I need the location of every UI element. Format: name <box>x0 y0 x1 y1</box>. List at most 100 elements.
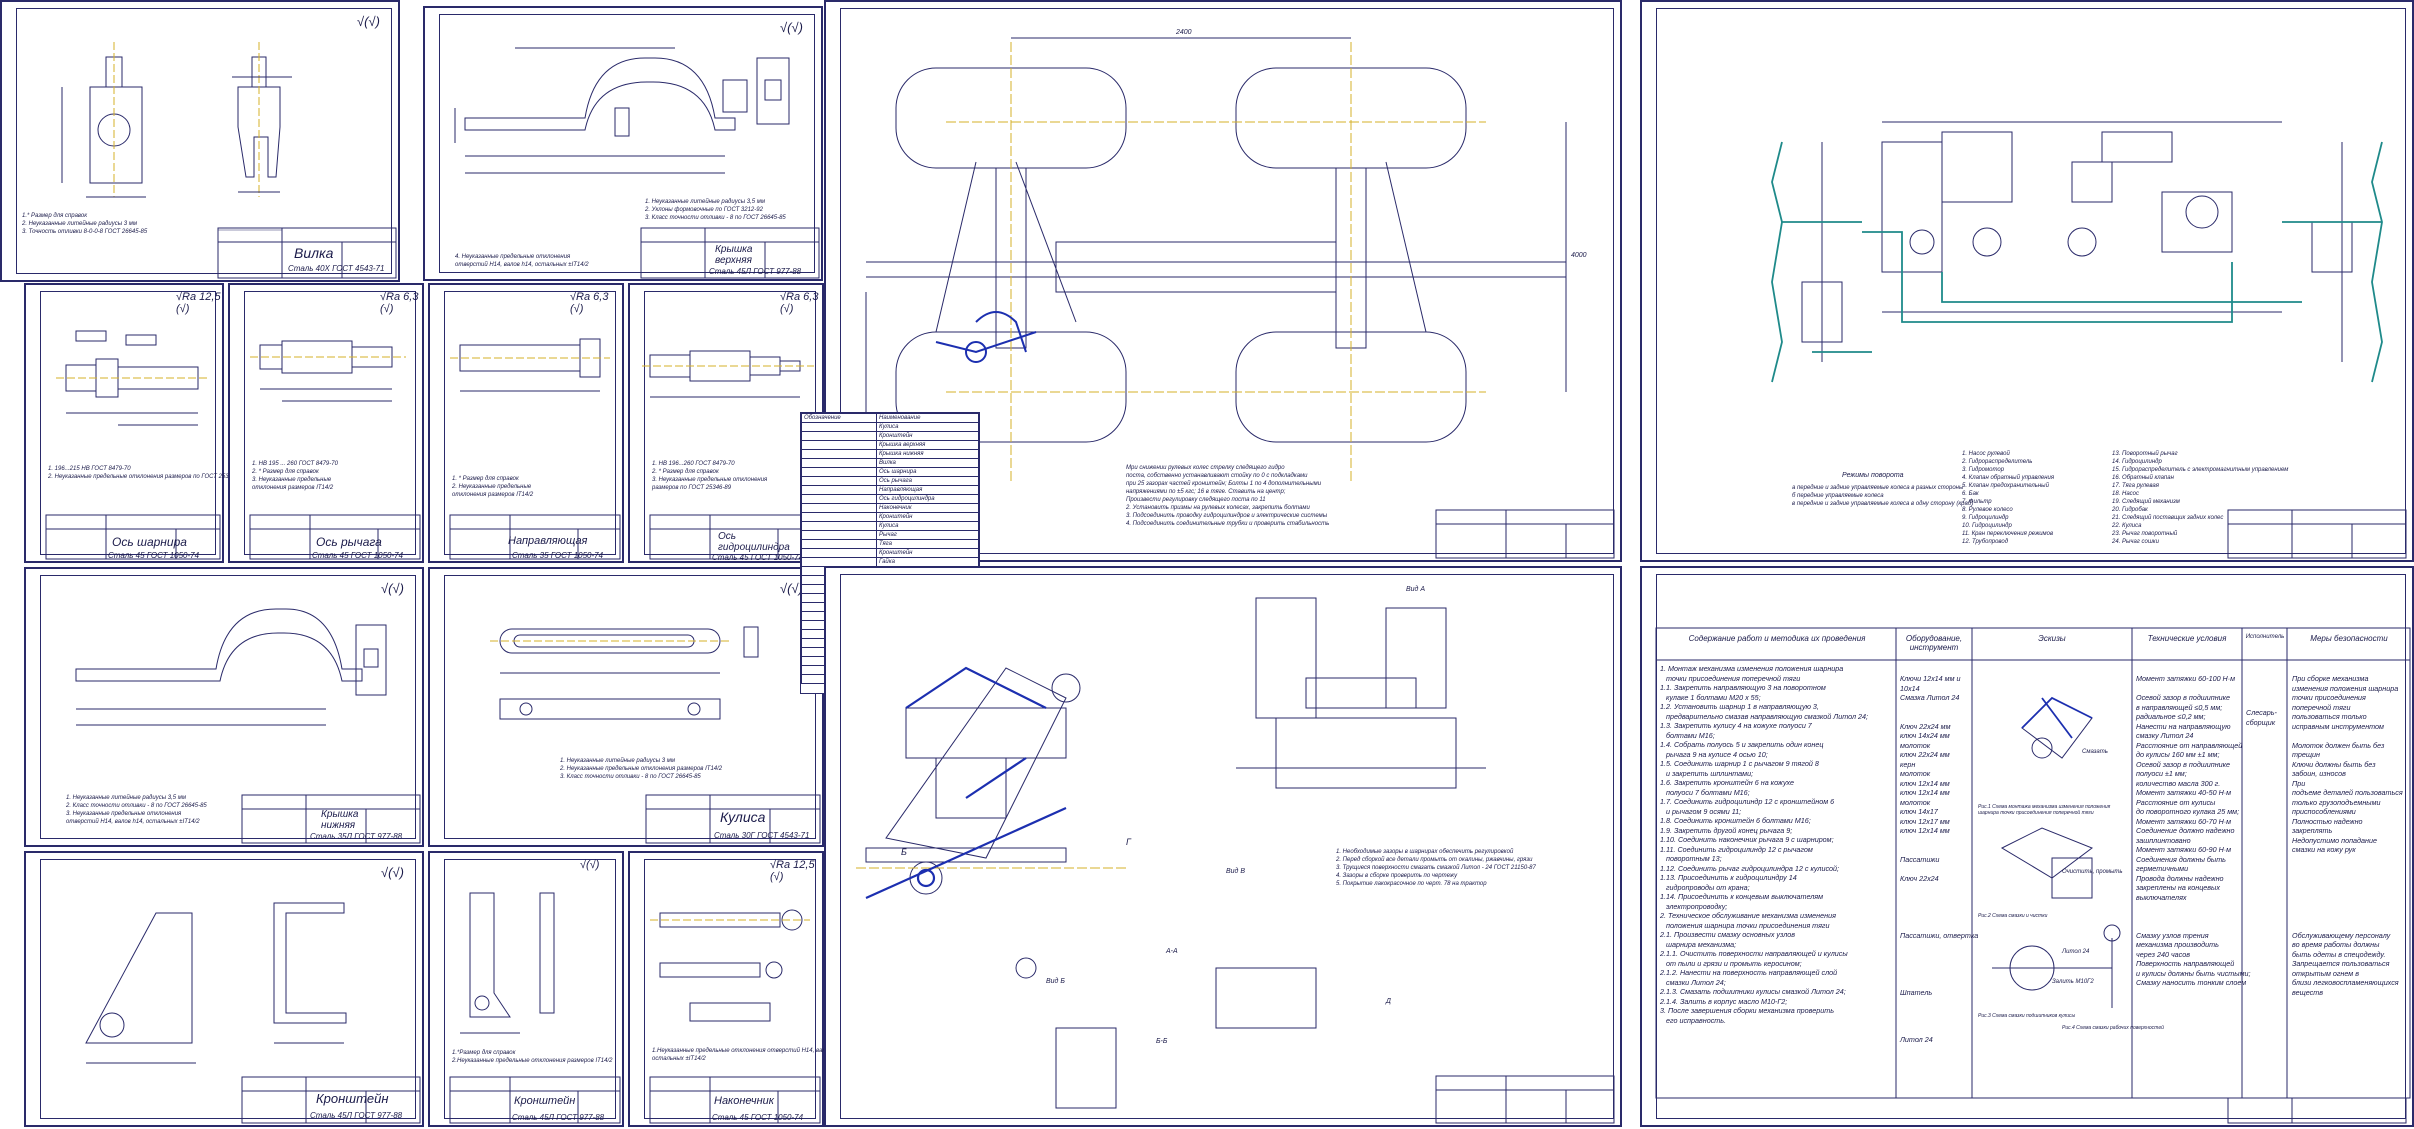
part-name: Кронштейн <box>316 1091 389 1106</box>
drawing-os-gidrocilindra <box>642 350 821 560</box>
sheet-notes: Мри снижении рулевых колес стрелку следя… <box>1126 465 1330 527</box>
roughness-mark: √Ra 6,3 (√) <box>380 291 419 315</box>
sheet-kryshka-verh: √(√) 1. Неуказанные литейные радиусы 3,5… <box>423 6 823 281</box>
sheet-os-sharnira: √Ra 12,5 (√) 1. 196...215 НВ ГОСТ 8479-7… <box>24 283 244 563</box>
spec-col-designation: Обозначение <box>801 413 877 423</box>
spec-item-name: Ось гидроцилиндра <box>876 494 979 504</box>
roughness-mark: √Ra 12,5 (√) <box>176 291 221 315</box>
fig-caption-4: Рис.4 Схема смазки рабочих поверхностей <box>2062 1025 2164 1031</box>
sheet-notes-2: 4. Неуказанные предельные отклонения отв… <box>455 254 589 268</box>
drawing-kryshka-verh <box>454 47 820 279</box>
sheet-os-gidrocilindra: √Ra 6,3 (√) 1. НВ 196...260 ГОСТ 8479-70… <box>628 283 824 563</box>
roughness-mark: √Ra 6,3 (√) <box>570 291 609 315</box>
part-material: Сталь 45Л ГОСТ 977-88 <box>512 1113 605 1122</box>
sheet-napravlyayushchaya: √Ra 6,3 (√) 1. * Размер для справок 2. Н… <box>428 283 624 563</box>
sheet-kronshtein-2: √(√) 1.*Размер для справок 2.Неуказанные… <box>428 851 624 1127</box>
spec-row: Ось шарнира <box>801 467 979 477</box>
sheet-notes: 1.*Размер для справок 2.Неуказанные пред… <box>452 1050 613 1064</box>
equipment-list: Ключи 12х14 мм и 10х14 Смазка Литол 24 К… <box>1900 674 1979 1044</box>
spec-col-name: Наименование <box>876 413 979 423</box>
roughness-mark: √(√) <box>381 865 404 880</box>
part-material: Сталь 30Г ГОСТ 4543-71 <box>714 831 810 840</box>
part-name: Вилка <box>294 245 334 261</box>
performer: Слесарь- сборщик <box>2246 708 2277 727</box>
drawing-hydraulic-scheme <box>1771 121 2407 559</box>
part-name: Ось гидроцилиндра <box>718 531 790 553</box>
sheet-notes: 1. НВ 195 ... 260 ГОСТ 8479-70 2. * Разм… <box>252 461 338 491</box>
sheet-assembly: 1. Необходимые зазоры в шарнирах обеспеч… <box>824 566 1622 1127</box>
spec-designation <box>801 476 877 486</box>
drawing-nakonechnik <box>649 909 821 1124</box>
part-name: Ось шарнира <box>112 535 187 549</box>
col-header-equipment: Оборудование, инструмент <box>1905 634 1963 652</box>
spec-item-name: Кронштейн <box>876 431 979 441</box>
spec-row: Кронштейн <box>801 431 979 441</box>
work-steps: 1. Монтаж механизма изменения положения … <box>1660 664 1869 1025</box>
spec-item-name: Тяга <box>876 539 979 549</box>
fig-caption-3: Рис.3 Схема смазки подшипников кулисы <box>1978 1013 2076 1019</box>
spec-row: Кронштейн <box>801 512 979 522</box>
spec-item-name: Крышка верхняя <box>876 440 979 450</box>
drawing-kronshtein-1 <box>85 902 421 1124</box>
fig-caption-1: Рис.1 Схема монтажа механизма изменения … <box>1978 804 2111 816</box>
roughness-mark: √(√) <box>381 581 404 596</box>
sheet-kronshtein-1: √(√) Кронштейн Сталь 45Л ГОСТ 977-88 <box>24 851 424 1127</box>
part-material: Сталь 45Л ГОСТ 977-88 <box>310 1111 403 1120</box>
part-material: Сталь 35Л ГОСТ 977-88 <box>310 832 403 841</box>
spec-designation <box>801 548 877 558</box>
spec-designation <box>801 458 877 468</box>
spec-designation <box>801 485 877 495</box>
fig-label-1: Смазать <box>2082 749 2108 755</box>
part-material: Сталь 45Л ГОСТ 977-88 <box>709 267 802 276</box>
spec-item-name: Направляющая <box>876 485 979 495</box>
spec-item-name: Крышка нижняя <box>876 449 979 459</box>
col-header-work: Содержание работ и методика их проведени… <box>1688 634 1866 643</box>
fig-label-2: Литол 24 <box>2062 949 2090 955</box>
part-name: Направляющая <box>508 535 588 547</box>
spec-row: Ось рычага <box>801 476 979 486</box>
fig-label-4: Очистить, промыть <box>2062 869 2123 875</box>
sheet-notes: 1. Неуказанные литейные радиусы 3,5 мм 2… <box>645 199 786 221</box>
fig-caption-2: Рис.2 Схема смазки и чистки <box>1978 913 2048 919</box>
dim-top: 2400 <box>1176 29 1192 36</box>
col-header-safety: Меры безопасности <box>2310 634 2388 643</box>
spec-row: Крышка нижняя <box>801 449 979 459</box>
fig-label-3: Залить М10Г2 <box>2052 979 2094 985</box>
col-header-sketches: Эскизы <box>2038 634 2066 643</box>
spec-designation <box>801 440 877 450</box>
spec-row: Направляющая <box>801 485 979 495</box>
sheet-notes: 1. НВ 196...260 ГОСТ 8479-70 2. * Размер… <box>652 461 768 491</box>
view-label-v: Вид В <box>1226 868 1246 875</box>
sheet-notes: 1.Неуказанные предельные отклонения отве… <box>652 1048 845 1062</box>
part-name: Крышка верхняя <box>715 244 753 266</box>
spec-item-name: Кулиса <box>876 521 979 531</box>
col-header-conditions: Технические условия <box>2147 634 2227 643</box>
safety-measures: При сборке механизма изменения положения… <box>2292 674 2403 997</box>
spec-row: Ось гидроцилиндра <box>801 494 979 504</box>
roughness-mark: √Ra 12,5 (√) <box>770 859 815 883</box>
part-material: Сталь 45 ГОСТ 1050-74 <box>712 553 804 562</box>
view-label-b2: Б <box>901 847 907 857</box>
drawing-os-sharnira <box>45 330 221 560</box>
drawing-kulisa <box>490 626 821 844</box>
sheet-kryshka-nizh: √(√) 1. Неуказанные литейные радиусы 3,5… <box>24 567 424 847</box>
spec-row: Вилка <box>801 458 979 468</box>
roughness-mark: √(√) <box>357 14 380 29</box>
view-label-bb: Б-Б <box>1156 1038 1168 1045</box>
sheet-notes: 1.* Размер для справок 2. Неуказанные ли… <box>22 213 148 235</box>
sheet-notes: 1. Неуказанные литейные радиусы 3 мм 2. … <box>560 758 723 780</box>
spec-designation <box>801 422 877 432</box>
assembly-notes: 1. Необходимые зазоры в шарнирах обеспеч… <box>1336 849 1536 887</box>
part-name: Ось рычага <box>316 535 382 549</box>
spec-row: Наконечник <box>801 503 979 513</box>
sheet-hydraulic-scheme: Режимы поворота а передние и задние упра… <box>1640 0 2414 562</box>
spec-item-name: Рычаг <box>876 530 979 540</box>
spec-item-name: Ось рычага <box>876 476 979 486</box>
sheet-tech-card: Содержание работ и методика их проведени… <box>1640 566 2414 1127</box>
drawing-tech-card <box>1655 627 2411 1124</box>
roughness-mark: √Ra 6,3 (√) <box>780 291 819 315</box>
spec-item-name: Вилка <box>876 458 979 468</box>
part-name: Крышка нижняя <box>321 809 359 831</box>
drawing-assembly <box>856 597 1615 1124</box>
spec-row: Тяга <box>801 539 979 549</box>
